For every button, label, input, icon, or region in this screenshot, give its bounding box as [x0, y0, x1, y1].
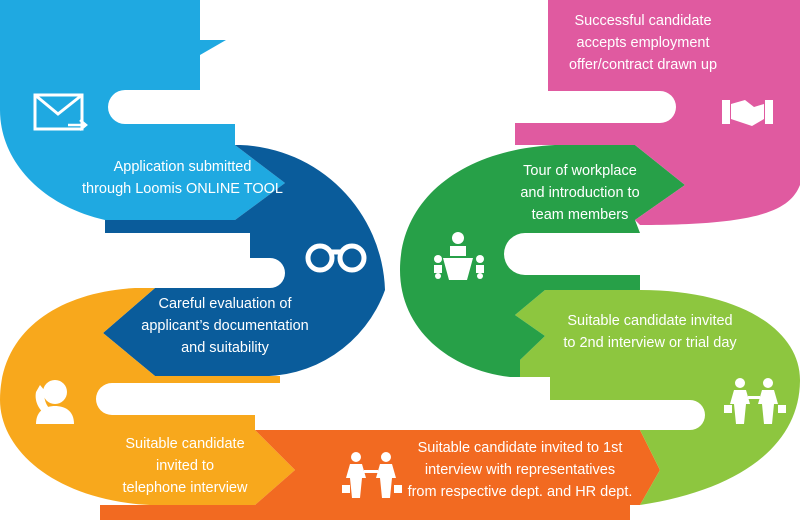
step-3-label: Suitable candidate invited to telephone …	[95, 433, 275, 499]
step-5-shape	[515, 290, 800, 505]
step-2-band	[103, 145, 385, 377]
meeting-icon	[434, 232, 484, 280]
telephone-operator-icon	[35, 380, 74, 424]
step-3-line-1: Suitable candidate	[125, 436, 245, 452]
step-2-label: Careful evaluation of applicant’s docume…	[120, 293, 330, 359]
step-5-label: Suitable candidate invited to 2nd interv…	[545, 310, 755, 354]
handshake-people-icon-2	[724, 378, 786, 424]
step-5-line-2: to 2nd interview or trial day	[563, 335, 737, 351]
step-6-label: Tour of workplace and introduction to te…	[500, 160, 660, 226]
step-6-band	[400, 145, 685, 377]
step-4-line-1: Suitable candidate invited to 1st	[417, 440, 623, 456]
step-5-line-1: Suitable candidate invited	[567, 313, 733, 329]
step-3-shape	[0, 288, 295, 505]
binoculars-icon	[305, 243, 367, 273]
step-2-line-2: applicant’s documentation	[141, 318, 309, 334]
step-7-line-2: accepts employment	[576, 35, 710, 51]
step-6-line-3: team members	[531, 207, 629, 223]
step-6-shape	[400, 145, 685, 377]
step-3-line-2: invited to	[155, 458, 215, 474]
step-6-line-2: and introduction to	[520, 185, 640, 201]
step-4-line-2: interview with representatives	[424, 462, 616, 478]
step-7-line-3: offer/contract drawn up	[568, 57, 718, 73]
step-1-line-1: Application submitted	[113, 159, 252, 175]
step-1-line-2: through Loomis ONLINE TOOL	[82, 181, 283, 197]
step-3-band	[0, 288, 295, 505]
step-5-band	[515, 290, 800, 505]
step-1-shape	[0, 0, 285, 220]
step-1-label: Application submitted through Loomis ONL…	[60, 156, 305, 200]
step-7-line-1: Successful candidate	[574, 13, 712, 29]
step-7-label: Successful candidate accepts employment …	[548, 10, 738, 76]
step-7-shape	[515, 0, 800, 225]
envelope-icon	[33, 93, 88, 131]
step-4-line-3: from respective dept. and HR dept.	[407, 484, 633, 500]
step-2-line-3: and suitability	[181, 340, 269, 356]
handshake-people-icon-1	[342, 452, 402, 498]
step-2-shape	[103, 145, 385, 377]
step-1-band	[0, 0, 285, 220]
step-2-line-1: Careful evaluation of	[158, 296, 292, 312]
step-3-line-3: telephone interview	[122, 480, 248, 496]
handshake-icon	[722, 100, 773, 126]
step-7-band	[515, 0, 800, 225]
step-4-label: Suitable candidate invited to 1st interv…	[400, 437, 640, 503]
step-6-line-1: Tour of workplace	[523, 163, 637, 179]
